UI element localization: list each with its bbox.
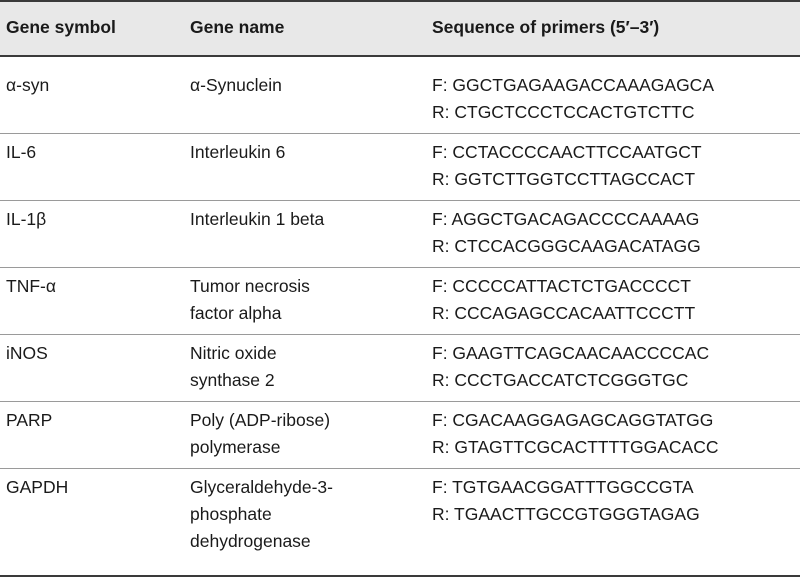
cell-reverse-primer: R: CTGCTCCCTCCACTGTCTTC [432,102,695,122]
row-divider [0,200,800,201]
gene-name-line: factor alpha [190,303,282,323]
cell-forward-primer: F: TGTGAACGGATTTGGCCGTA [432,477,694,497]
gene-name-line: Glyceraldehyde-3- [190,477,333,497]
cell-symbol: TNF-α [6,276,56,296]
cell-symbol: IL-1β [6,209,47,229]
cell-gene-name: Interleukin 6 [190,139,285,166]
cell-reverse-primer: R: GGTCTTGGTCCTTAGCCACT [432,169,696,189]
gene-name-line: phosphate [190,504,272,524]
gene-name-line: Poly (ADP-ribose) [190,410,331,430]
cell-reverse-primer: R: CCCAGAGCCACAATTCCCTT [432,303,696,323]
cell-reverse-primer: R: CTCCACGGGCAAGACATAGG [432,236,701,256]
cell-symbol: iNOS [6,343,48,363]
row-divider [0,401,800,402]
gene-name-line: α-Synuclein [190,75,282,95]
cell-forward-primer: F: CCTACCCCAACTTCCAATGCT [432,142,702,162]
table-bottom-rule [0,575,800,577]
cell-forward-primer: F: GAAGTTCAGCAACAACCCCAC [432,343,710,363]
cell-gene-name: α-Synuclein [190,72,282,99]
header-primer-sequence: Sequence of primers (5′–3′) [432,17,660,37]
header-gene-name: Gene name [190,17,285,37]
cell-gene-name: Interleukin 1 beta [190,206,324,233]
cell-gene-name: Tumor necrosis factor alpha [190,273,310,327]
gene-name-line: Interleukin 6 [190,142,286,162]
cell-symbol: PARP [6,410,53,430]
cell-reverse-primer: R: CCCTGACCATCTCGGGTGC [432,370,689,390]
gene-name-line: Tumor necrosis [190,276,310,296]
cell-reverse-primer: R: GTAGTTCGCACTTTTGGACACC [432,437,719,457]
cell-gene-name: Glyceraldehyde-3- phosphate dehydrogenas… [190,474,333,555]
row-divider [0,468,800,469]
gene-name-line: synthase 2 [190,370,275,390]
row-divider [0,334,800,335]
row-divider [0,267,800,268]
cell-forward-primer: F: CGACAAGGAGAGCAGGTATGG [432,410,714,430]
gene-name-line: Nitric oxide [190,343,277,363]
header-gene-symbol: Gene symbol [6,17,116,37]
cell-reverse-primer: R: TGAACTTGCCGTGGGTAGAG [432,504,700,524]
cell-gene-name: Nitric oxide synthase 2 [190,340,277,394]
gene-name-line: polymerase [190,437,281,457]
cell-forward-primer: F: CCCCCATTACTCTGACCCCT [432,276,691,296]
table-header [0,0,800,57]
cell-symbol: α-syn [6,75,50,95]
gene-name-line: Interleukin 1 beta [190,209,325,229]
cell-forward-primer: F: AGGCTGACAGACCCCAAAAG [432,209,700,229]
gene-name-line: dehydrogenase [190,531,311,551]
cell-symbol: GAPDH [6,477,69,497]
cell-symbol: IL-6 [6,142,37,162]
cell-gene-name: Poly (ADP-ribose) polymerase [190,407,330,461]
cell-forward-primer: F: GGCTGAGAAGACCAAAGAGCA [432,75,714,95]
row-divider [0,133,800,134]
